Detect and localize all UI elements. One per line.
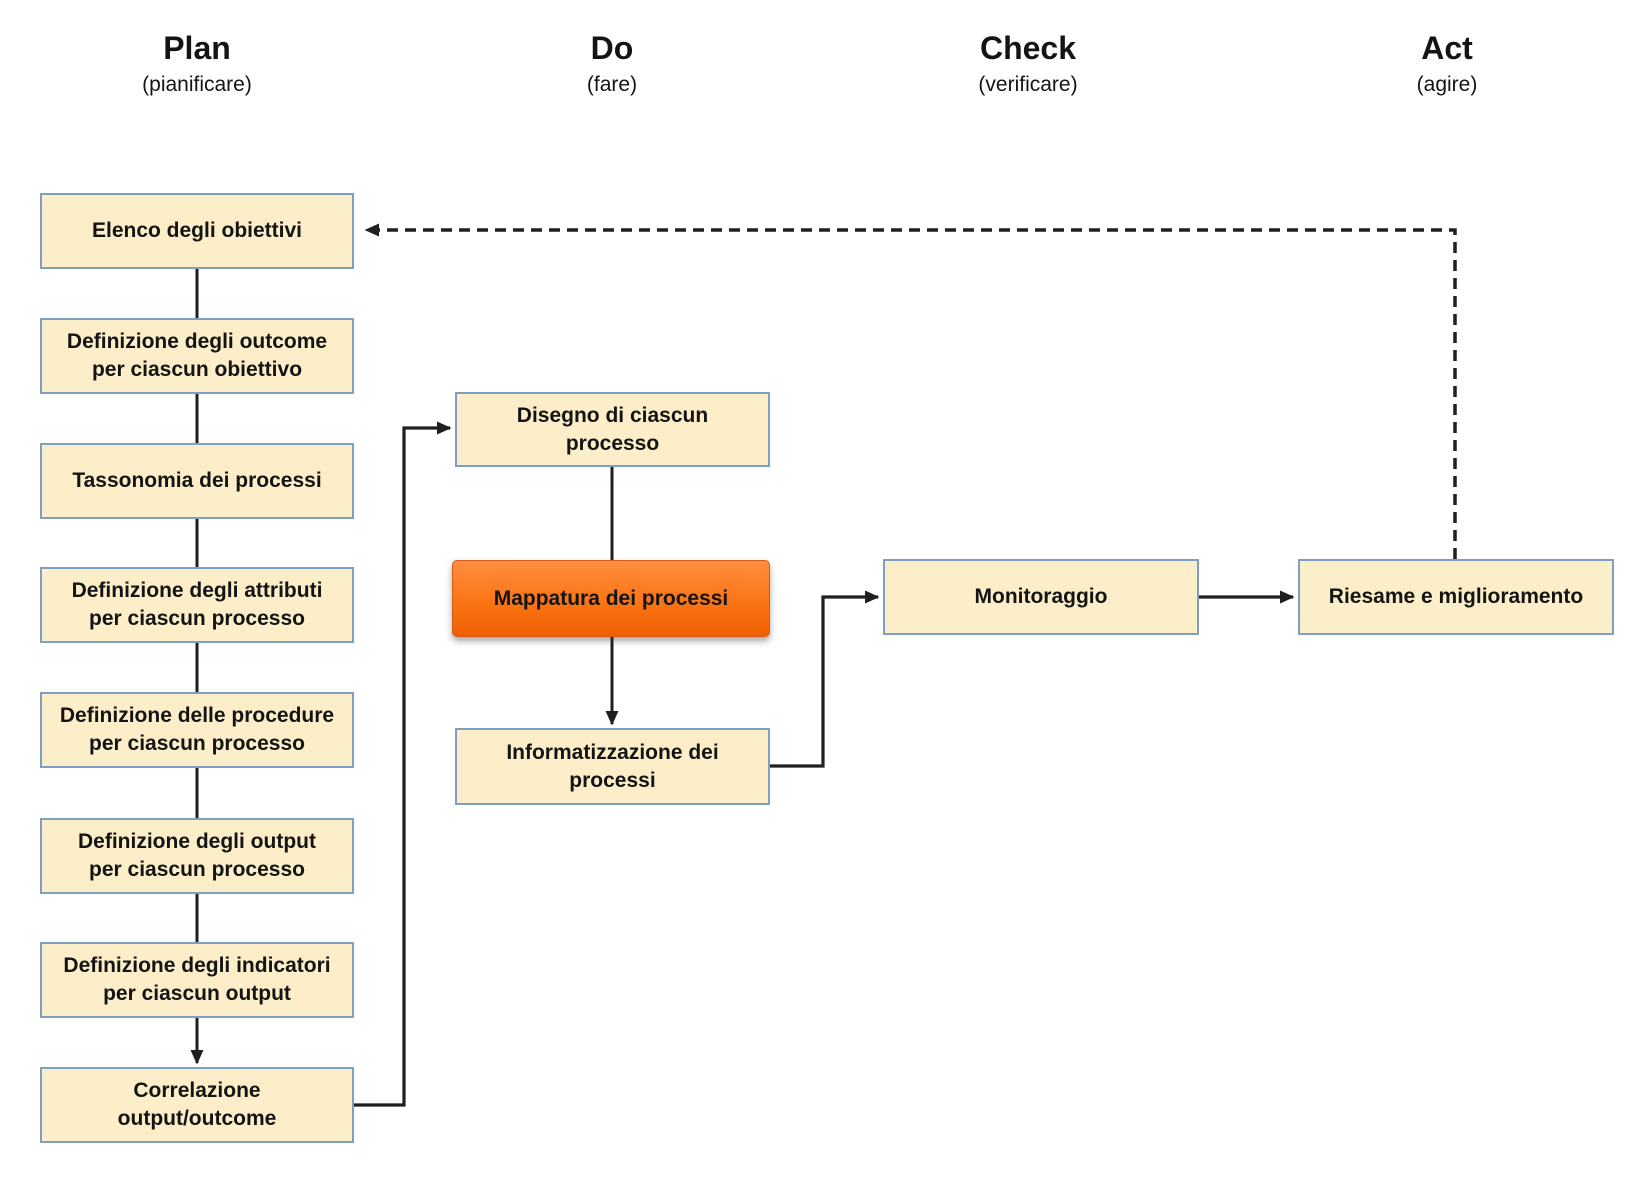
node-label: processo — [565, 431, 660, 455]
node-label: Informatizzazione dei — [506, 740, 719, 764]
header-check-subtitle: (verificare) — [978, 72, 1078, 96]
node-label: Disegno di ciascun — [516, 403, 709, 427]
node-label: Elenco degli obiettivi — [91, 219, 303, 243]
node-label: Tassonomia dei processi — [72, 469, 322, 493]
column-header-plan: Plan (pianificare) — [37, 30, 357, 98]
node-definizione-output: Definizione degli output per ciascun pro… — [40, 818, 354, 894]
node-label: processi — [569, 768, 656, 792]
node-definizione-indicatori: Definizione degli indicatori per ciascun… — [40, 942, 354, 1018]
node-label: output/outcome — [117, 1107, 277, 1130]
arrow-informatizzazione-monitoraggio — [770, 590, 880, 768]
node-label: Monitoraggio — [974, 585, 1108, 609]
arrow-feedback-riesame-elenco — [364, 223, 1457, 559]
node-label: Definizione degli attributi — [71, 579, 323, 603]
column-header-do: Do (fare) — [452, 30, 772, 98]
node-label: Definizione degli indicatori — [63, 954, 331, 978]
header-do-title: Do — [590, 30, 634, 66]
header-plan-subtitle: (pianificare) — [142, 72, 252, 96]
header-act-subtitle: (agire) — [1416, 72, 1478, 96]
node-label: Riesame e miglioramento — [1328, 585, 1584, 609]
node-mappatura-processi-highlighted: Mappatura dei processi — [452, 560, 770, 637]
node-disegno-processo: Disegno di ciascun processo — [455, 392, 770, 467]
node-riesame-miglioramento: Riesame e miglioramento — [1298, 559, 1614, 635]
node-monitoraggio: Monitoraggio — [883, 559, 1199, 635]
arrow-correlazione-disegno — [354, 421, 452, 1107]
header-do-subtitle: (fare) — [586, 72, 638, 96]
node-correlazione-output-outcome: Correlazione output/outcome — [40, 1067, 354, 1143]
node-definizione-procedure: Definizione delle procedure per ciascun … — [40, 692, 354, 768]
node-elenco-obiettivi: Elenco degli obiettivi — [40, 193, 354, 269]
column-header-act: Act (agire) — [1287, 30, 1607, 98]
node-label: per ciascun processo — [89, 607, 305, 630]
node-label: Mappatura dei processi — [493, 586, 729, 610]
node-tassonomia-processi: Tassonomia dei processi — [40, 443, 354, 519]
node-definizione-outcome: Definizione degli outcome per ciascun ob… — [40, 318, 354, 394]
header-check-title: Check — [979, 30, 1077, 66]
node-label: per ciascun processo — [89, 732, 305, 755]
header-act-title: Act — [1421, 30, 1473, 66]
node-label: Definizione delle procedure — [59, 704, 335, 728]
node-label: Correlazione — [133, 1079, 261, 1103]
node-informatizzazione-processi: Informatizzazione dei processi — [455, 728, 770, 805]
node-label: per ciascun output — [103, 982, 291, 1005]
column-header-check: Check (verificare) — [868, 30, 1188, 98]
node-label: per ciascun processo — [89, 858, 305, 881]
node-label: per ciascun obiettivo — [91, 358, 303, 381]
node-label: Definizione degli outcome — [66, 330, 328, 354]
node-label: Definizione degli output — [78, 830, 316, 854]
node-definizione-attributi: Definizione degli attributi per ciascun … — [40, 567, 354, 643]
header-plan-title: Plan — [163, 30, 231, 66]
